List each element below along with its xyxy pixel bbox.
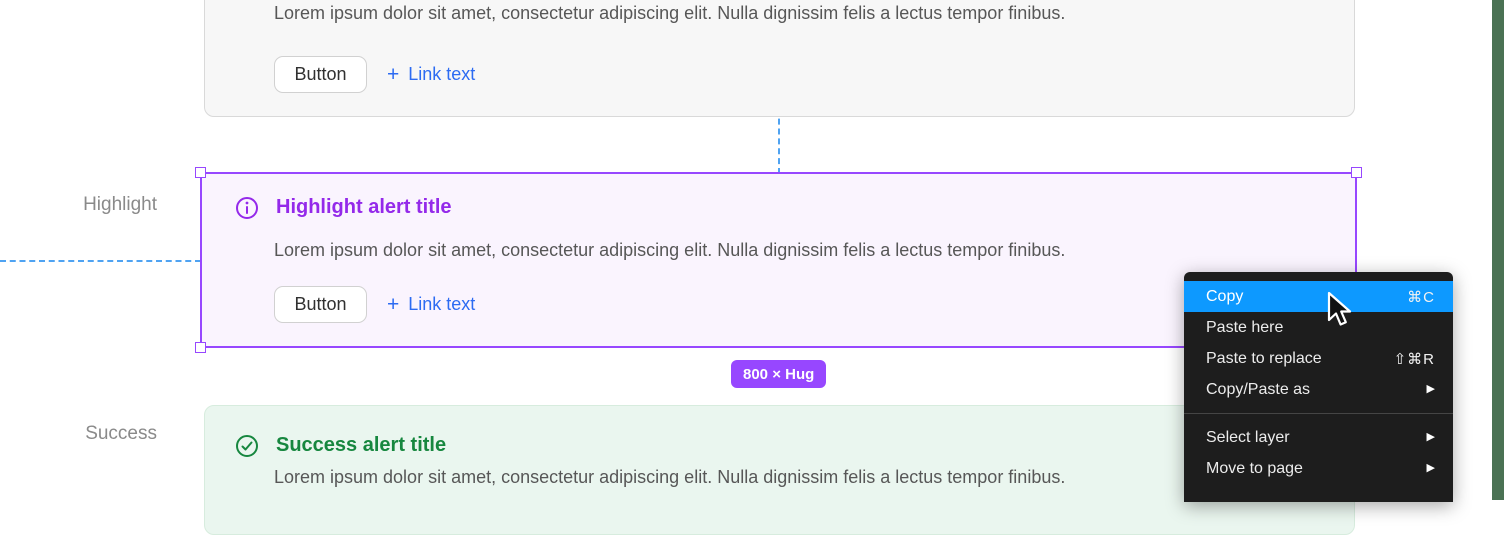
size-badge: 800 × Hug <box>731 360 827 388</box>
selection-handle-bottom-left[interactable] <box>195 342 206 353</box>
alert-link-label: Link text <box>408 64 476 84</box>
menu-item-paste-to-replace[interactable]: Paste to replace ⇧⌘R <box>1206 349 1435 368</box>
context-menu: Copy ⌘C Paste here Paste to replace ⇧⌘R … <box>1184 272 1453 502</box>
selection-handle-top-right[interactable] <box>1351 167 1362 178</box>
selection-handle-top-left[interactable] <box>195 167 206 178</box>
alert-link-label: Link text <box>408 294 476 314</box>
highlight-alert-card[interactable]: Highlight alert title Lorem ipsum dolor … <box>195 167 1362 353</box>
check-circle-icon <box>236 435 258 457</box>
menu-divider <box>1184 413 1453 414</box>
cursor-icon <box>1327 291 1352 326</box>
submenu-arrow-icon: ▶ <box>1426 462 1435 474</box>
alert-body-text: Lorem ipsum dolor sit amet, consectetur … <box>274 240 1066 260</box>
alert-button[interactable]: Button <box>274 286 367 323</box>
alert-link[interactable]: + Link text <box>387 64 475 85</box>
alert-button[interactable]: Button <box>274 56 367 93</box>
submenu-arrow-icon: ▶ <box>1426 431 1435 443</box>
shortcut-copy: ⌘C <box>1407 288 1435 306</box>
right-edge-green-bar <box>1492 0 1504 500</box>
submenu-arrow-icon: ▶ <box>1426 383 1435 395</box>
horizontal-guide-line <box>0 260 201 262</box>
info-icon <box>236 197 258 219</box>
menu-item-move-to-page[interactable]: Move to page ▶ <box>1206 459 1435 477</box>
section-label-success[interactable]: Success <box>85 423 157 444</box>
menu-item-select-layer[interactable]: Select layer ▶ <box>1206 428 1435 446</box>
alert-body-text: Lorem ipsum dolor sit amet, consectetur … <box>274 467 1066 487</box>
success-alert-card[interactable]: Success alert title Lorem ipsum dolor si… <box>204 405 1355 535</box>
alert-title: Success alert title <box>276 434 447 456</box>
menu-item-copy-paste-as[interactable]: Copy/Paste as ▶ <box>1206 380 1435 398</box>
section-label-highlight[interactable]: Highlight <box>83 194 157 215</box>
neutral-alert-card[interactable]: Lorem ipsum dolor sit amet, consectetur … <box>204 0 1355 117</box>
alert-body-text: Lorem ipsum dolor sit amet, consectetur … <box>274 3 1066 23</box>
alert-title: Highlight alert title <box>276 196 452 218</box>
menu-item-copy[interactable]: Copy ⌘C <box>1184 281 1453 312</box>
menu-item-paste-here[interactable]: Paste here <box>1206 318 1284 336</box>
shortcut-paste-to-replace: ⇧⌘R <box>1393 350 1435 368</box>
alert-link[interactable]: + Link text <box>387 294 475 315</box>
plus-icon: + <box>387 293 400 316</box>
plus-icon: + <box>387 63 400 86</box>
